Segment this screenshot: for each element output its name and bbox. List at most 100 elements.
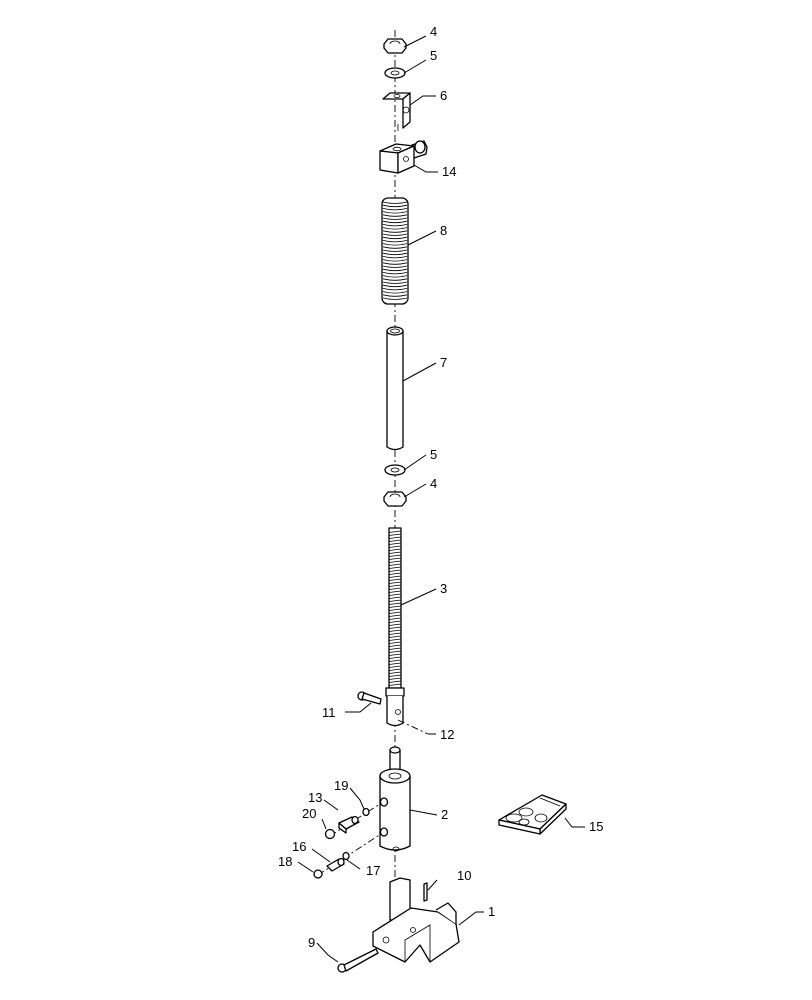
rod-thread [388, 632, 402, 635]
side-axis-upper [329, 803, 381, 837]
callout-3: 3 [440, 581, 447, 596]
spring-coil [382, 252, 408, 256]
part-bracket [382, 92, 411, 131]
part-nut-lower [383, 491, 407, 507]
spring-coil [382, 297, 408, 300]
part-cap-18 [313, 869, 323, 879]
rod-thread [388, 641, 402, 644]
spring-coil [382, 211, 408, 214]
callout-4-top: 4 [430, 24, 437, 39]
part-fitting-13 [338, 815, 360, 834]
rod-thread [388, 536, 402, 539]
rod-thread [388, 674, 402, 677]
callout-9: 9 [308, 935, 315, 950]
rod-thread [388, 578, 402, 581]
spring-coil [382, 294, 408, 297]
spring-coil [382, 243, 408, 246]
side-axis-lower [317, 831, 385, 876]
callout-7: 7 [440, 355, 447, 370]
rod-thread [388, 596, 402, 599]
part-tube [386, 326, 404, 451]
callout-1: 1 [488, 904, 495, 919]
rod-thread [388, 671, 402, 674]
rod-thread [388, 638, 402, 641]
part-seal-kit [498, 794, 567, 835]
rod-thread [388, 659, 402, 662]
rod-thread [388, 566, 402, 569]
callout-12: 12 [440, 727, 454, 742]
spring-coil [382, 265, 408, 268]
part-spring [381, 197, 409, 305]
rod-thread [388, 647, 402, 650]
callout-15: 15 [589, 819, 603, 834]
callout-5-lower: 5 [430, 447, 437, 462]
rod-thread [388, 548, 402, 551]
rod-thread [388, 581, 402, 584]
rod-thread [388, 587, 402, 590]
rod-thread [388, 605, 402, 608]
callout-17: 17 [366, 863, 380, 878]
part-housing [379, 746, 411, 852]
spring-coil [382, 291, 408, 294]
rod-thread [388, 599, 402, 602]
rod-thread [388, 614, 402, 617]
part-cap-20 [324, 828, 336, 840]
spring-coil [382, 278, 408, 281]
spring-coil [382, 246, 408, 249]
rod-thread [388, 680, 402, 683]
rod-thread [388, 542, 402, 545]
rod-thread [388, 617, 402, 620]
rod-thread [388, 608, 402, 611]
spring-coil [382, 230, 408, 233]
rod-thread [388, 644, 402, 647]
callout-18: 18 [278, 854, 292, 869]
part-small-pin [397, 719, 429, 735]
callout-2: 2 [441, 807, 448, 822]
callout-6: 6 [440, 88, 447, 103]
rod-thread [388, 560, 402, 563]
spring-coil [382, 284, 408, 288]
spring-coil [382, 262, 408, 265]
rod-thread [388, 656, 402, 659]
rod-thread [388, 635, 402, 638]
spring-coil [382, 217, 408, 220]
rod-thread [388, 575, 402, 578]
part-fitting-16 [326, 857, 345, 872]
rod-thread [388, 569, 402, 572]
leader-lines [297, 35, 585, 963]
part-washer-lower [384, 464, 406, 476]
spring-coil [382, 281, 408, 284]
callout-14: 14 [442, 164, 456, 179]
rod-thread [388, 530, 402, 533]
spring-coil [382, 220, 408, 224]
rod-thread [388, 593, 402, 596]
spring-coil [382, 227, 408, 230]
spring-coil [382, 208, 408, 211]
spring-coil [382, 236, 408, 240]
rod-thread [388, 545, 402, 548]
spring-coil [382, 259, 408, 262]
rod-thread [388, 683, 402, 686]
rod-thread [388, 650, 402, 653]
rod-thread [388, 590, 402, 593]
callout-11: 11 [322, 705, 336, 720]
spring-coil [382, 275, 408, 278]
spring-coil [382, 272, 408, 275]
rod-thread [388, 668, 402, 671]
callout-20: 20 [302, 806, 316, 821]
part-nut-top [383, 38, 407, 54]
spring-coil [382, 201, 408, 204]
spring-coil [382, 224, 408, 227]
callout-5-top: 5 [430, 48, 437, 63]
part-bolt [337, 948, 379, 973]
part-key [423, 882, 428, 902]
rod-thread [388, 539, 402, 542]
rod-thread [388, 662, 402, 665]
callout-19: 19 [334, 778, 348, 793]
rod-thread [388, 533, 402, 536]
rod-thread [388, 677, 402, 680]
part-pin [357, 691, 382, 705]
part-washer-top [384, 67, 406, 79]
rod-thread [388, 572, 402, 575]
